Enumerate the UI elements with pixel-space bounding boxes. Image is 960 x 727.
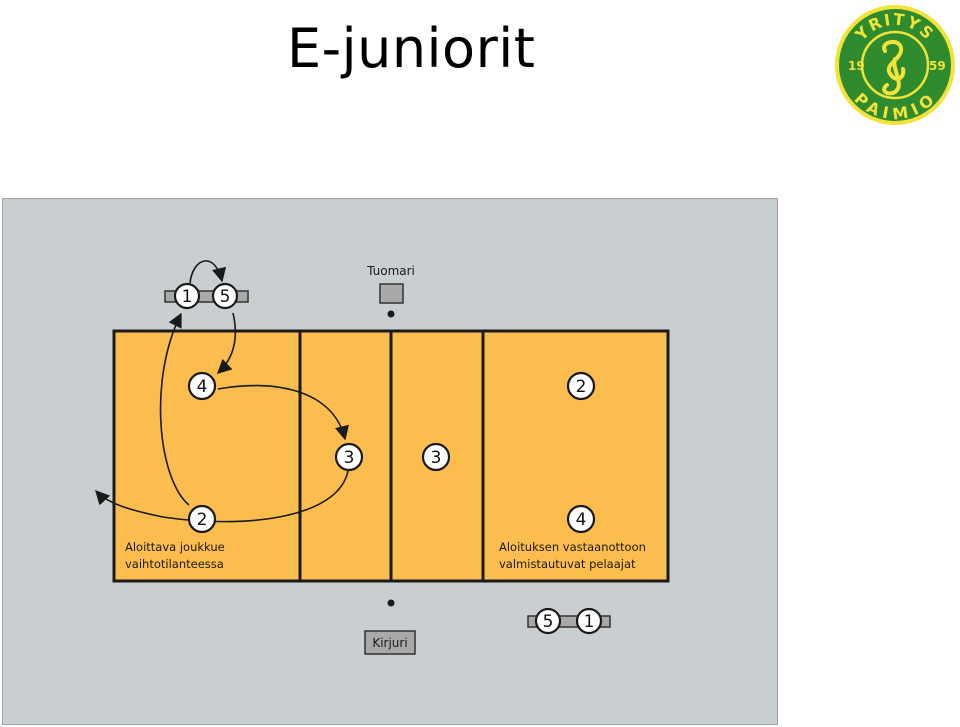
svg-text:5: 5: [220, 287, 231, 307]
right-back-zone: [481, 329, 670, 583]
referee-label: Tuomari: [366, 264, 415, 278]
svg-text:4: 4: [576, 510, 587, 530]
right-bench-player-5: 5: [534, 607, 562, 635]
left-back-zone: [112, 329, 302, 583]
logo-monogram-icon: [882, 40, 906, 96]
page-title: E-juniorit: [287, 17, 536, 80]
right-team-caption-line1: Aloituksen vastaanottoon: [499, 540, 646, 554]
left-bench-player-1: 1: [173, 282, 201, 310]
svg-text:1: 1: [584, 612, 595, 632]
left-court-player-2: 2: [187, 504, 217, 534]
svg-text:3: 3: [431, 448, 442, 468]
svg-text:3: 3: [344, 448, 355, 468]
court-diagram-panel: Tuomari Kirjuri 1 5 5 1: [2, 198, 778, 725]
club-logo: YRITYS PAIMIO 19 59: [835, 5, 955, 125]
left-bench-player-5: 5: [211, 282, 239, 310]
scorer-label: Kirjuri: [372, 636, 407, 650]
right-bench: [527, 615, 611, 628]
left-court-player-4: 4: [187, 371, 217, 401]
right-court-player-3: 3: [421, 442, 451, 472]
right-team-caption-line2: valmistautuvat pelaajat: [499, 557, 636, 571]
net-post-top: [387, 310, 395, 318]
left-bench: [164, 290, 249, 303]
logo-inner-ring: [860, 30, 930, 100]
player-4-rotation-arrow: [217, 384, 349, 441]
court-diagram: Tuomari Kirjuri 1 5 5 1: [95, 260, 670, 655]
svg-text:5: 5: [543, 612, 554, 632]
svg-text:2: 2: [197, 510, 208, 530]
right-court-player-4: 4: [566, 504, 596, 534]
svg-text:2: 2: [576, 377, 587, 397]
logo-year-right: 59: [929, 59, 946, 73]
right-court-player-2: 2: [566, 371, 596, 401]
net-post-bottom: [387, 599, 395, 607]
left-team-caption-line2: vaihtotilanteessa: [125, 557, 224, 571]
left-court-player-3: 3: [334, 442, 364, 472]
svg-text:1: 1: [182, 287, 193, 307]
scorer-table: [364, 630, 416, 655]
player-5-entry-arrow: [216, 312, 237, 374]
left-team-caption-line1: Aloittava joukkue: [125, 540, 225, 554]
player-2-exit-arrow: [159, 312, 190, 506]
right-bench-player-1: 1: [575, 607, 603, 635]
svg-text:4: 4: [197, 377, 208, 397]
substitution-arrow: [189, 260, 227, 284]
logo-year-left: 19: [848, 59, 865, 73]
referee-stand: [379, 283, 404, 304]
